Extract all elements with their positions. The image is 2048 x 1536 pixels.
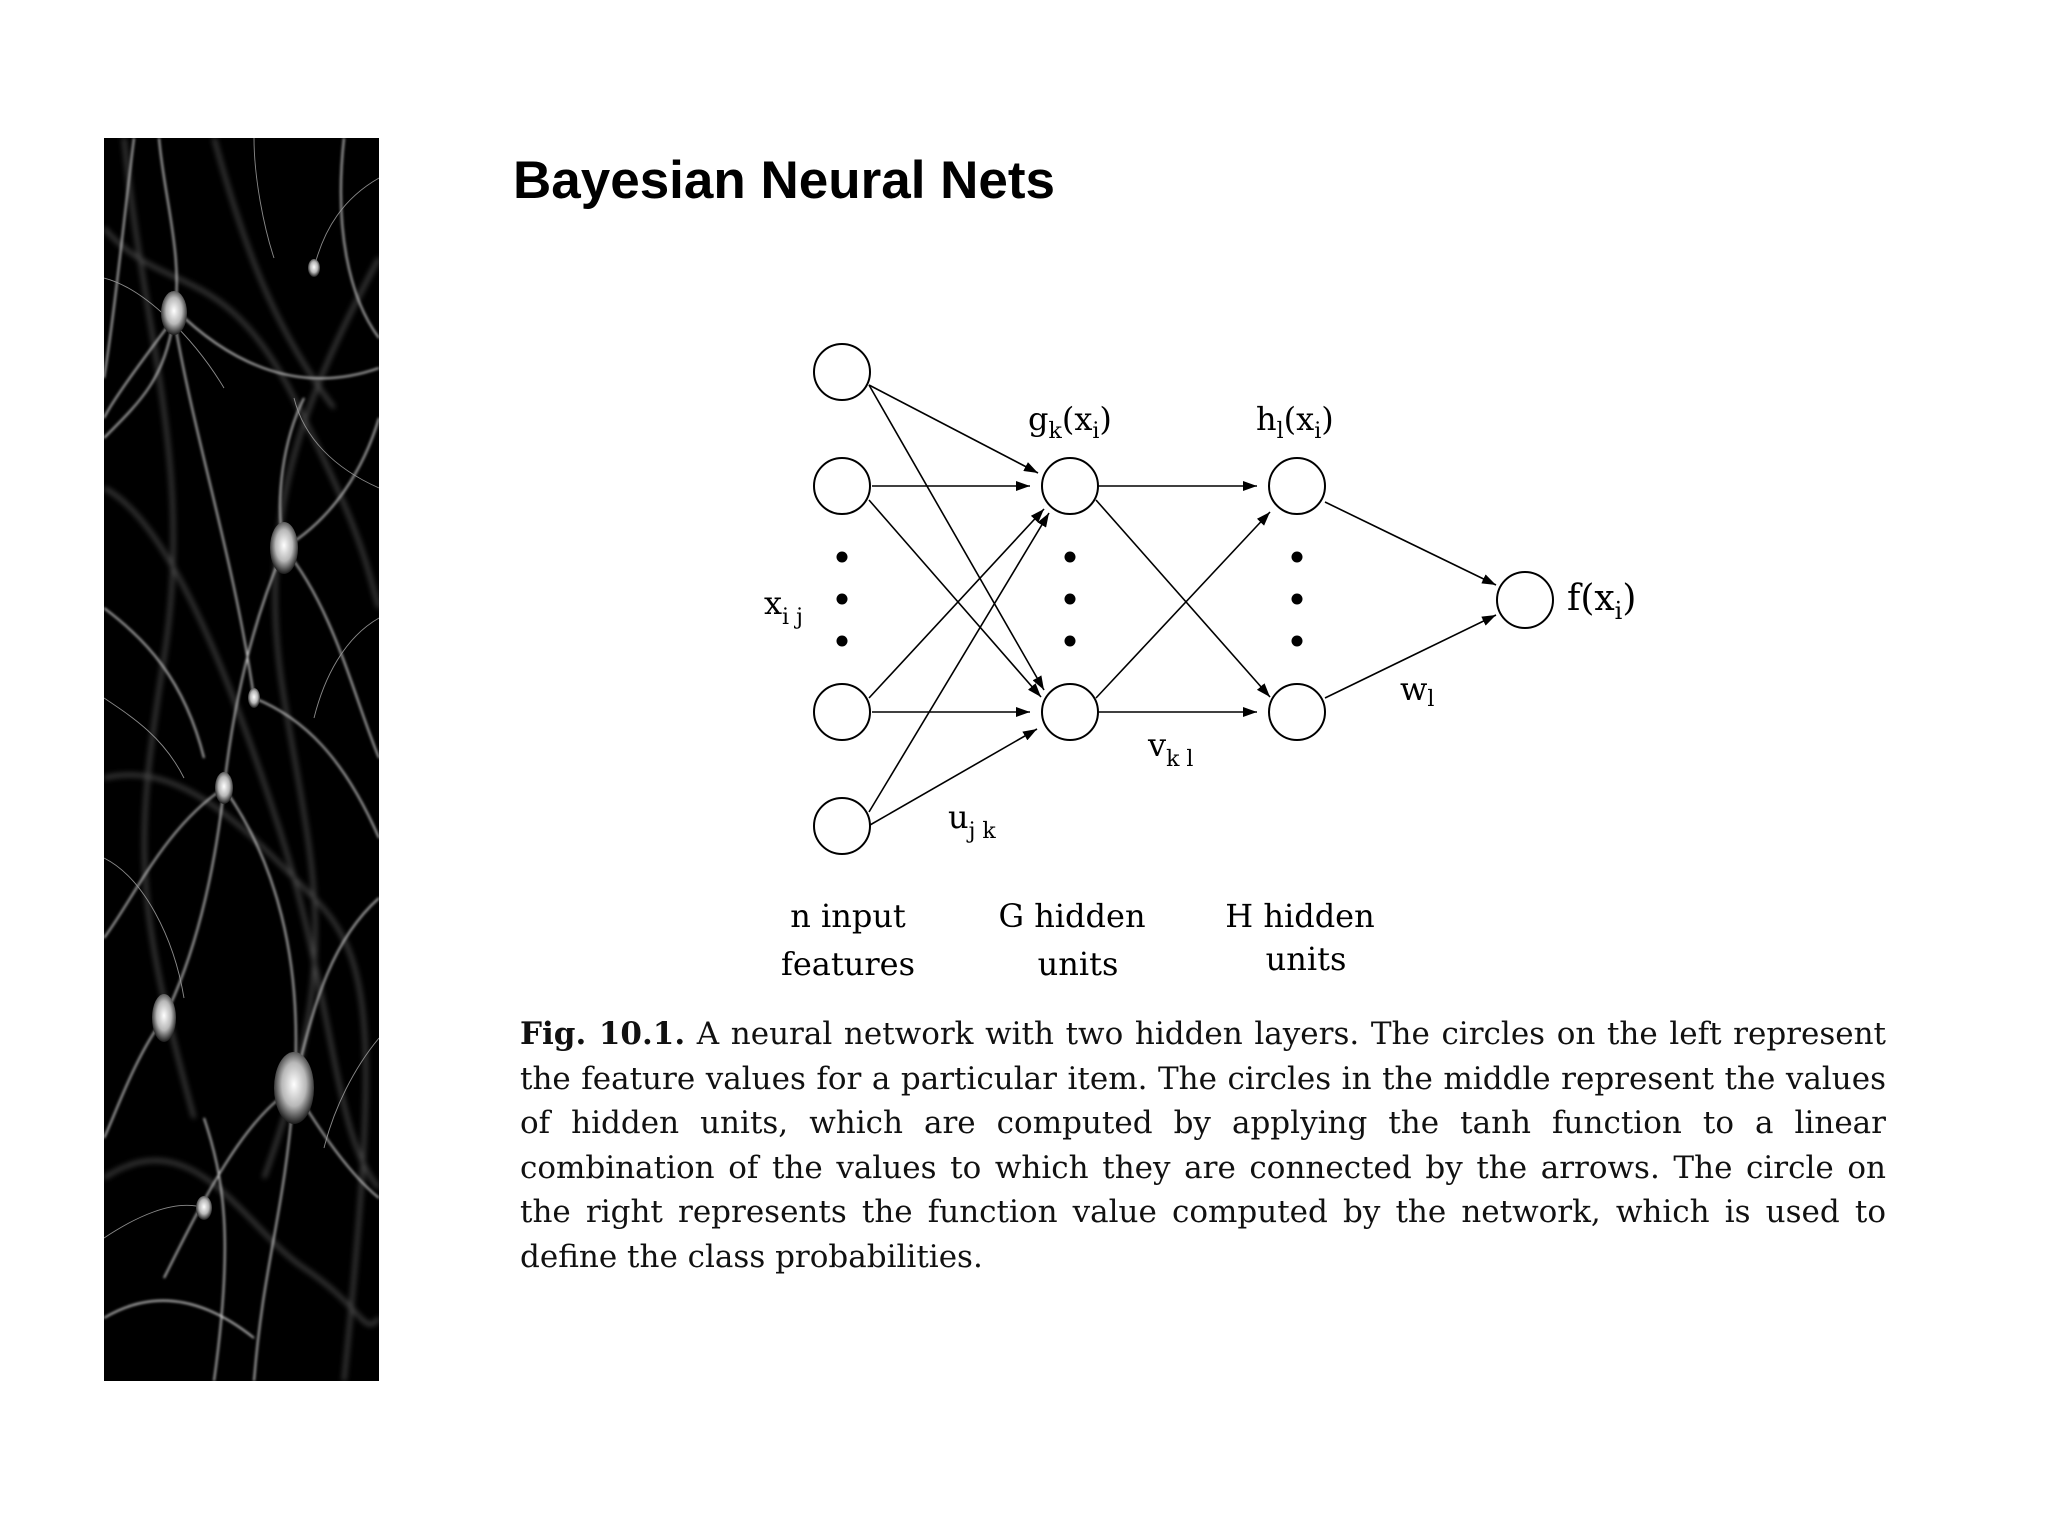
g-layer-label: gk(xi) xyxy=(1028,400,1112,444)
weight-label-v: vk l xyxy=(1147,726,1193,772)
input-layer-label-line2: features xyxy=(781,945,915,983)
g-layer-label-line1: G hidden xyxy=(998,897,1145,935)
h-layer-label-line1: H hidden xyxy=(1225,897,1374,935)
hidden-layer-h xyxy=(1268,457,1326,741)
dot xyxy=(1291,593,1303,605)
figure-caption: Fig. 10.1. A neural network with two hid… xyxy=(520,1012,1886,1279)
hidden-node xyxy=(1268,683,1326,741)
weight-label-u: uj k xyxy=(948,798,996,844)
edge xyxy=(869,728,1038,826)
dot xyxy=(836,635,848,647)
hidden-layer-g xyxy=(1041,457,1099,741)
input-layer-label-line1: n input xyxy=(790,897,906,935)
h-layer-label-line2: units xyxy=(1266,940,1347,978)
input-label: xi j xyxy=(764,584,803,630)
hidden-node xyxy=(1041,683,1099,741)
dot xyxy=(1064,593,1076,605)
weight-label-w: wl xyxy=(1400,670,1434,712)
edge xyxy=(1095,511,1271,699)
edge xyxy=(1324,614,1497,699)
dot xyxy=(1291,635,1303,647)
edge xyxy=(868,384,1039,474)
input-node xyxy=(813,457,871,515)
hidden-node xyxy=(1268,457,1326,515)
output-node xyxy=(1496,571,1554,629)
edge xyxy=(868,508,1045,699)
hidden-node xyxy=(1041,457,1099,515)
edge xyxy=(1095,499,1271,698)
caption-text: A neural network with two hidden layers.… xyxy=(520,1016,1887,1275)
edge xyxy=(868,512,1050,813)
neuron-network-image xyxy=(104,138,379,1381)
edge xyxy=(1324,501,1497,586)
input-node xyxy=(813,343,871,401)
dot xyxy=(836,593,848,605)
dot xyxy=(836,551,848,563)
input-node xyxy=(813,797,871,855)
h-layer-label: hl(xi) xyxy=(1256,400,1334,444)
output-label: f(xi) xyxy=(1567,578,1636,625)
hidden2-to-output-edges xyxy=(1324,501,1497,699)
neuron-texture-icon xyxy=(104,138,379,1381)
slide-title: Bayesian Neural Nets xyxy=(513,151,1056,210)
input-node xyxy=(813,683,871,741)
edge xyxy=(868,499,1042,698)
figure-label: Fig. 10.1. xyxy=(520,1016,686,1052)
dot xyxy=(1064,551,1076,563)
edge xyxy=(868,384,1045,691)
input-layer xyxy=(813,343,871,855)
hidden1-to-hidden2-edges xyxy=(1095,481,1271,717)
input-to-hidden1-edges xyxy=(868,384,1050,826)
ellipsis-dots xyxy=(836,551,1303,647)
dot xyxy=(1291,551,1303,563)
dot xyxy=(1064,635,1076,647)
g-layer-label-line2: units xyxy=(1038,945,1119,983)
